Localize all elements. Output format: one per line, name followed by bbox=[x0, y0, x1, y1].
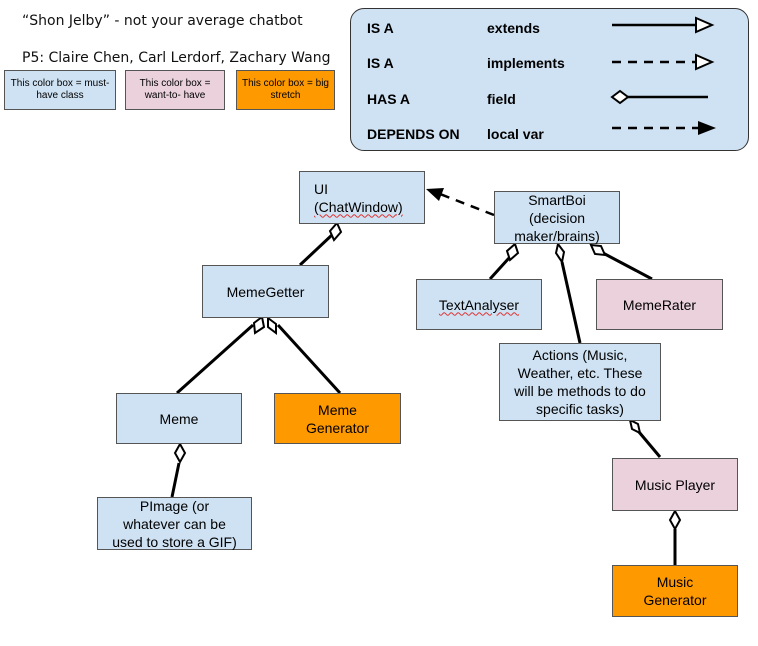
link-smartboi-memerater bbox=[589, 243, 653, 281]
class-actions-box: Actions (Music, Weather, etc. These will… bbox=[499, 343, 661, 421]
legend-big-stretch-box: This color box = big stretch bbox=[236, 70, 335, 110]
class-memerater-box: MemeRater bbox=[596, 279, 723, 330]
link-smartboi-actions bbox=[554, 241, 582, 344]
class-pimage-line-2: whatever can be bbox=[123, 515, 226, 532]
legend-big-stretch-label: This color box = big stretch bbox=[242, 78, 329, 101]
class-music-player-name: Music Player bbox=[634, 476, 716, 493]
legend-kind-1: IS A bbox=[367, 20, 394, 36]
authors-line: P5: Claire Chen, Carl Lerdorf, Zachary W… bbox=[22, 50, 331, 66]
class-smartboi-desc-1: (decision bbox=[528, 209, 586, 226]
link-ui-memegetter bbox=[298, 221, 343, 267]
diagram-title: “Shon Jelby” - not your average chatbot bbox=[22, 13, 303, 29]
class-actions-line-4: specific tasks) bbox=[536, 401, 624, 417]
implements-arrow-sample bbox=[612, 53, 715, 71]
class-music-player-box: Music Player bbox=[612, 458, 738, 511]
legend-want-to-have-box: This color box = want-to- have bbox=[125, 70, 225, 110]
class-actions-line-3: will be methods to do bbox=[514, 383, 646, 399]
class-smartboi-box: SmartBoi (decision maker/brains) bbox=[494, 191, 620, 244]
field-diamond-sample bbox=[610, 89, 708, 105]
legend-type-3: field bbox=[487, 91, 516, 107]
link-smartboi-textanalyser bbox=[488, 242, 520, 281]
class-music-generator-line-1: Music bbox=[656, 574, 694, 590]
legend-kind-4: DEPENDS ON bbox=[367, 126, 460, 142]
class-meme-box: Meme bbox=[116, 393, 242, 444]
class-ui-subtitle: (ChatWindow) bbox=[314, 198, 403, 215]
class-textanalyser-box: TextAnalyser bbox=[416, 279, 542, 330]
link-meme-pimage bbox=[170, 441, 187, 498]
link-memegetter-meme bbox=[175, 315, 266, 395]
legend-must-have-box: This color box = must-have class bbox=[4, 70, 116, 110]
class-meme-generator-box: Meme Generator bbox=[274, 393, 401, 444]
link-actions-musicplayer bbox=[628, 418, 662, 458]
class-meme-generator-line-1: Meme bbox=[318, 401, 357, 418]
class-meme-name: Meme bbox=[159, 410, 199, 427]
class-pimage-line-1: PImage (or bbox=[139, 497, 210, 514]
class-actions-line-2: Weather, etc. These bbox=[517, 365, 643, 381]
legend-want-to-have-label: This color box = want-to- have bbox=[139, 78, 211, 101]
class-ui-box: UI (ChatWindow) bbox=[299, 171, 425, 224]
class-pimage-box: PImage (or whatever can be used to store… bbox=[97, 497, 252, 550]
legend-type-1: extends bbox=[487, 20, 540, 36]
legend-type-4: local var bbox=[487, 126, 544, 142]
class-music-generator-line-2: Generator bbox=[643, 592, 707, 608]
class-music-generator-box: Music Generator bbox=[612, 565, 738, 617]
legend-must-have-label: This color box = must-have class bbox=[10, 78, 110, 101]
class-memegetter-box: MemeGetter bbox=[202, 265, 329, 318]
class-meme-generator-line-2: Generator bbox=[305, 419, 370, 436]
class-actions-line-1: Actions (Music, bbox=[532, 347, 628, 363]
class-textanalyser-name: TextAnalyser bbox=[438, 296, 520, 313]
class-ui-name: UI bbox=[314, 180, 328, 197]
class-memerater-name: MemeRater bbox=[622, 296, 697, 313]
link-memegetter-memegenerator bbox=[267, 316, 342, 395]
class-pimage-line-3: used to store a GIF) bbox=[112, 533, 237, 550]
legend-type-2: implements bbox=[487, 55, 565, 71]
link-musicplayer-musicgenerator bbox=[668, 508, 682, 565]
class-memegetter-name: MemeGetter bbox=[226, 283, 305, 300]
class-smartboi-desc-2: maker/brains) bbox=[514, 227, 600, 244]
depends-arrow-sample bbox=[612, 121, 716, 135]
legend-kind-2: IS A bbox=[367, 55, 394, 71]
link-smartboi-ui bbox=[426, 188, 495, 217]
extends-arrow-sample bbox=[612, 16, 715, 34]
legend-kind-3: HAS A bbox=[367, 91, 411, 107]
class-smartboi-name: SmartBoi bbox=[528, 191, 586, 208]
